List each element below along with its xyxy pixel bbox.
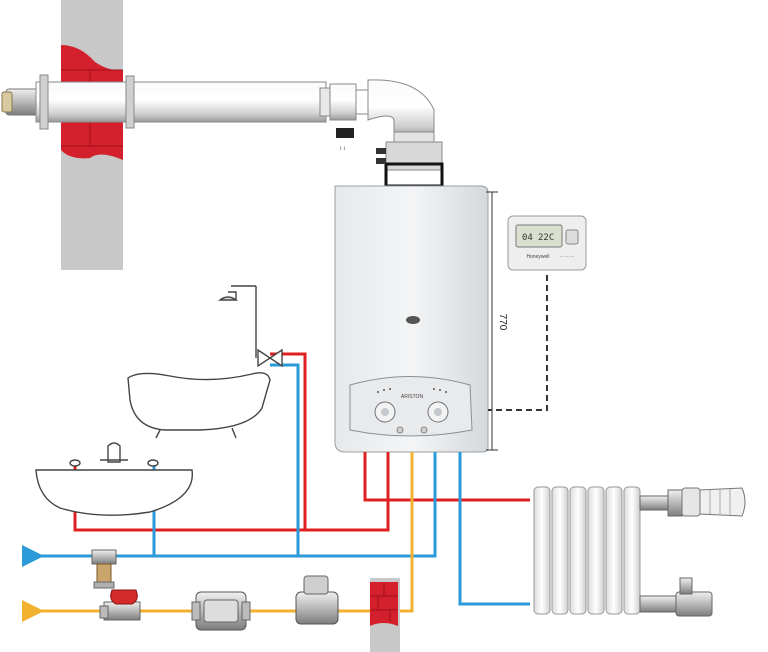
sink-tap-right[interactable] bbox=[147, 459, 159, 467]
boiler-logo bbox=[406, 316, 420, 324]
boiler-brand: ARISTON bbox=[401, 394, 424, 400]
flue-elbow bbox=[367, 79, 435, 139]
boiler-control-panel bbox=[349, 376, 473, 437]
radiator-thermo-valve[interactable] bbox=[639, 487, 746, 517]
room-thermostat: 04 22C Honeywell — — — bbox=[507, 215, 587, 271]
thermostat-display-right: 22C bbox=[538, 233, 554, 243]
wall-section bbox=[61, 0, 123, 270]
gas-entry-wall bbox=[370, 578, 400, 652]
basin-bowl bbox=[35, 469, 193, 516]
gas-shutoff-valve[interactable] bbox=[99, 589, 141, 621]
height-dimension: 770 bbox=[486, 191, 508, 451]
dimension-label: 770 bbox=[497, 314, 508, 331]
thermostat-wire bbox=[488, 275, 548, 411]
wash-basin bbox=[35, 442, 193, 516]
gas-regulator bbox=[295, 575, 339, 625]
shower-bath bbox=[127, 285, 283, 439]
thermostat-brand: Honeywell bbox=[526, 254, 549, 260]
sink-tap-left[interactable] bbox=[69, 459, 81, 467]
cold-water-filter[interactable] bbox=[91, 549, 117, 589]
svg-text:— — —: — — — bbox=[560, 253, 574, 258]
gas-boiler: ARISTON bbox=[334, 185, 489, 453]
shower-head bbox=[228, 291, 237, 300]
gas-pipe bbox=[40, 452, 414, 613]
bath-valve[interactable] bbox=[257, 348, 283, 368]
gas-inlet-arrow bbox=[22, 600, 44, 622]
radiator bbox=[533, 486, 746, 617]
thermostat-screen bbox=[515, 224, 563, 248]
svg-text:ı ı: ı ı bbox=[340, 146, 345, 152]
cold-water-inlet-arrow bbox=[22, 545, 44, 567]
thermostat-button[interactable] bbox=[565, 229, 579, 245]
faucet bbox=[107, 442, 121, 463]
flue-pipe-outer bbox=[35, 81, 327, 123]
gas-meter bbox=[191, 591, 251, 631]
radiator-lockshield-valve[interactable] bbox=[639, 577, 713, 617]
bathtub bbox=[127, 372, 271, 431]
thermostat-display-left: 04 bbox=[522, 233, 533, 243]
flue-pipe: ı ı bbox=[1, 74, 444, 188]
